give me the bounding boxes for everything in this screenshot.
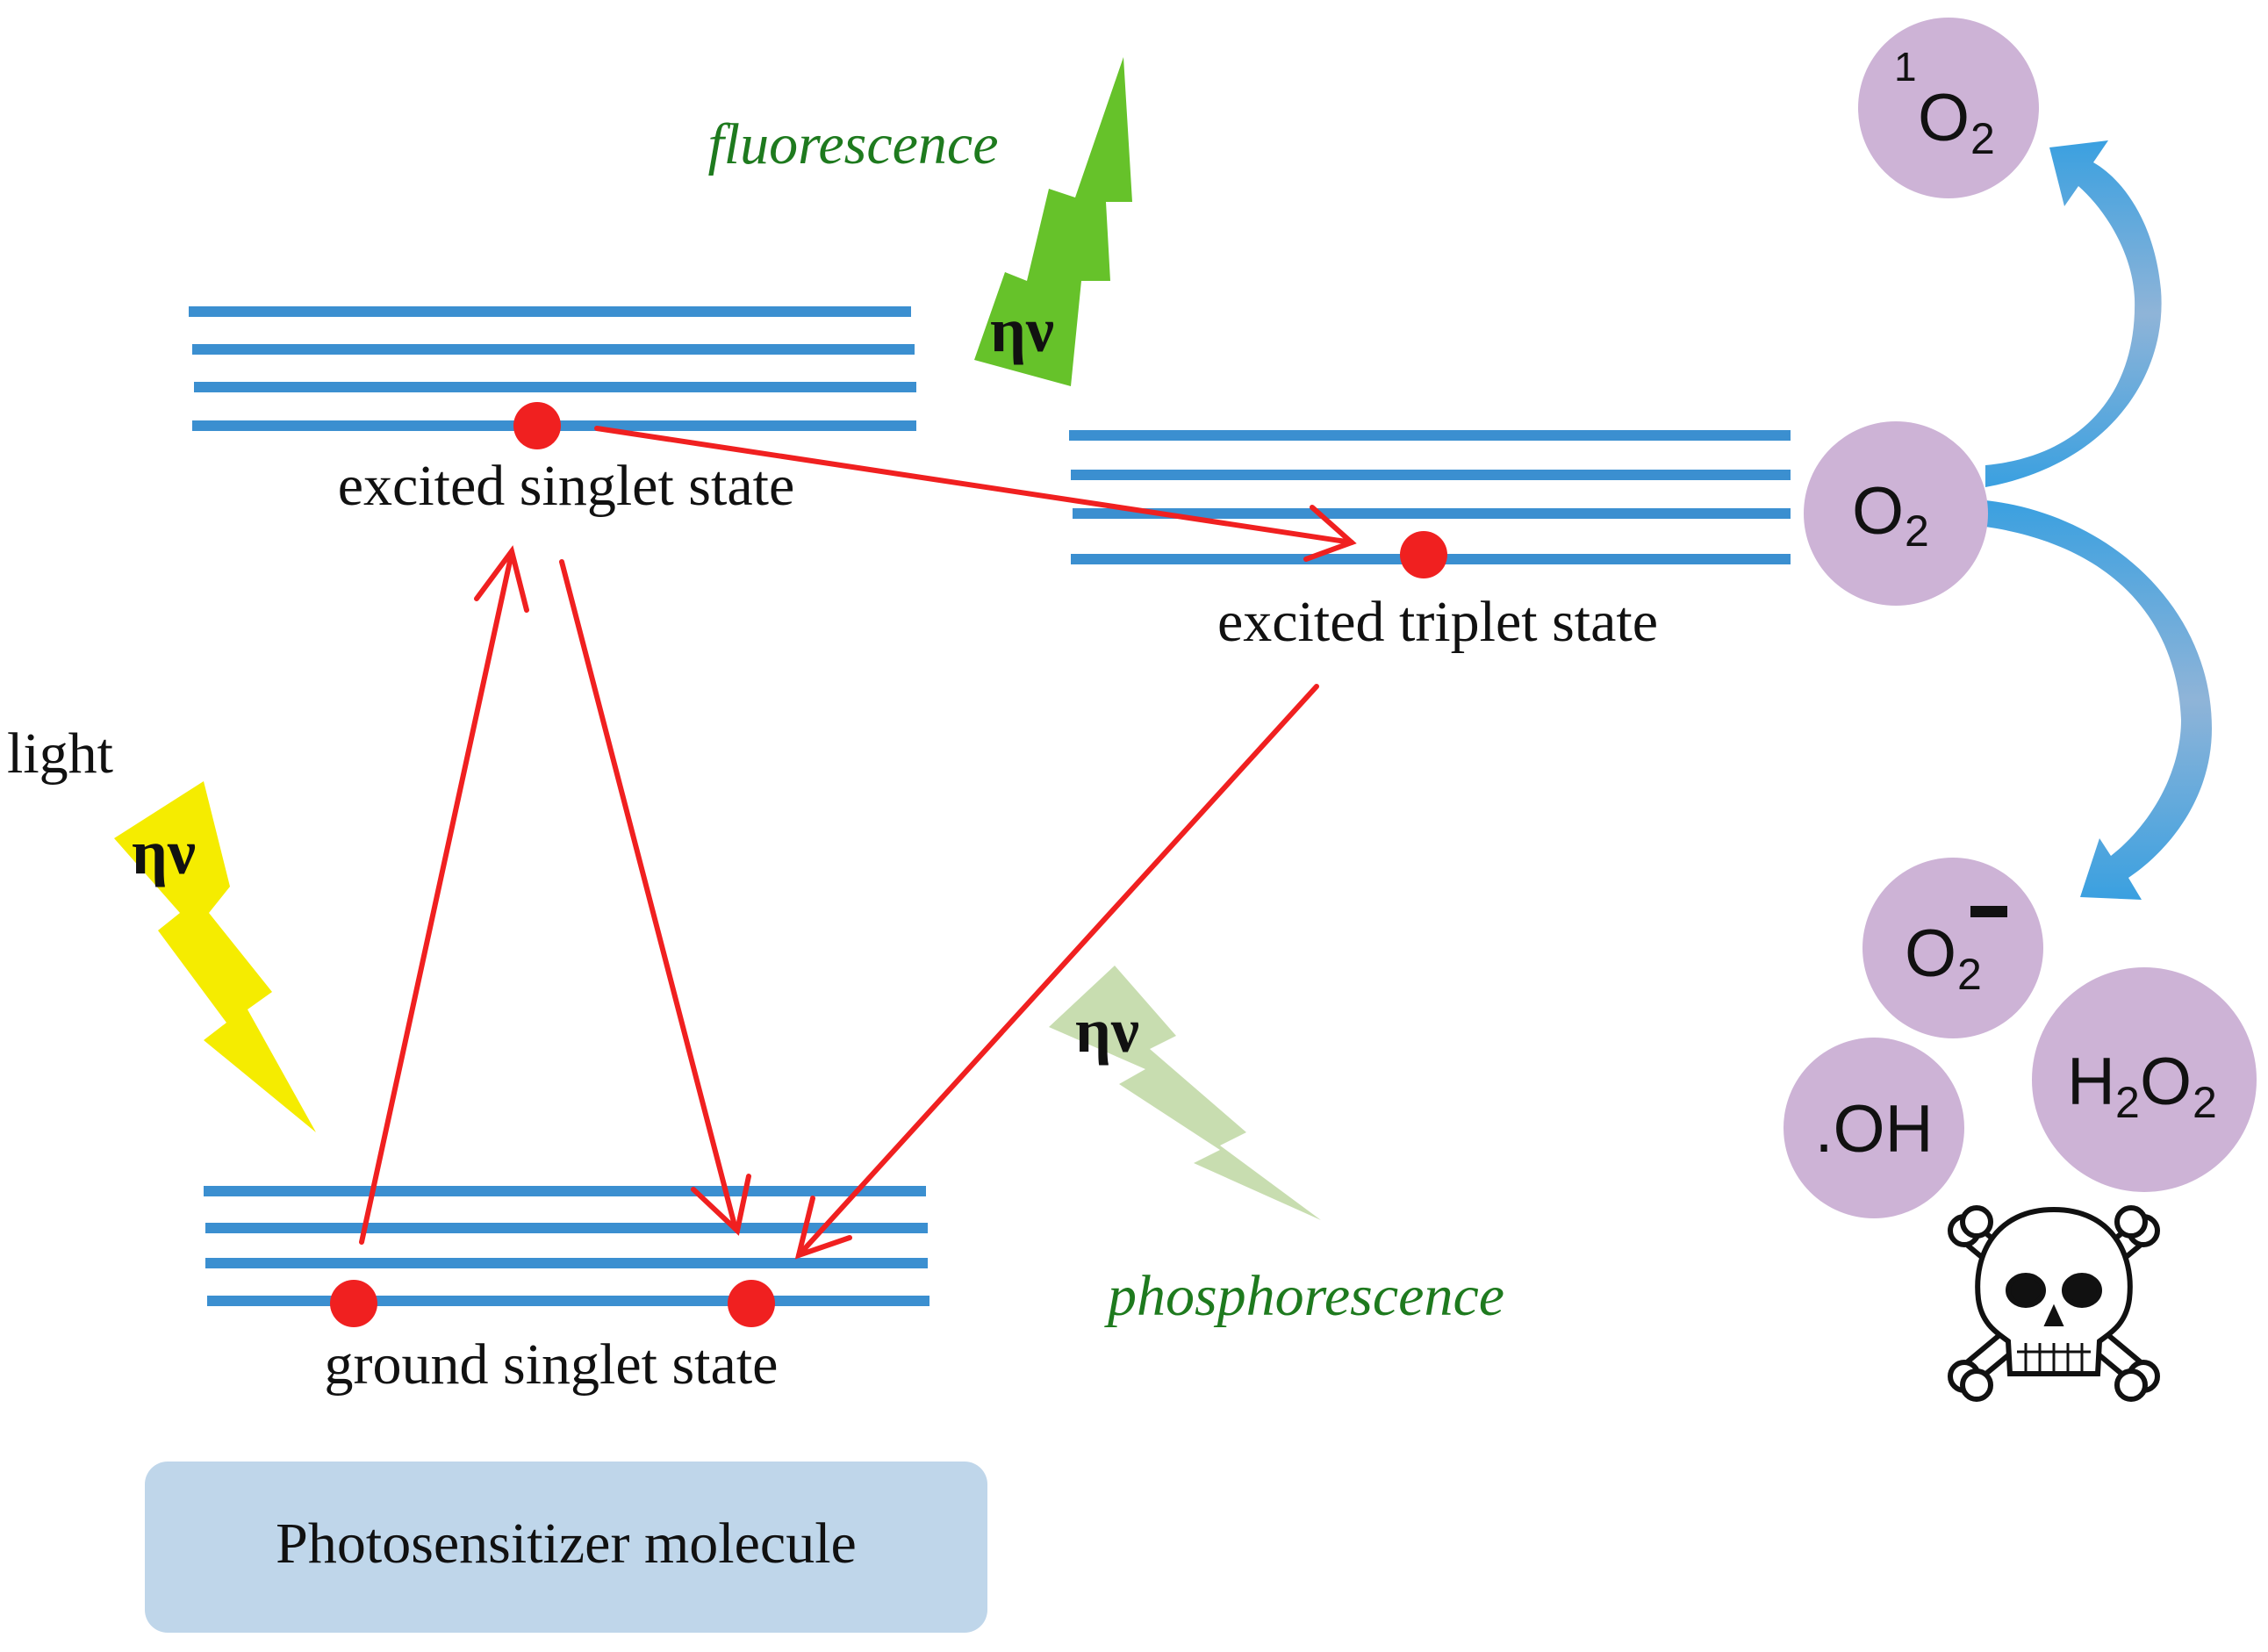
absorption-arrow [359,545,529,1245]
species-hydroxyl: .OH [1784,1038,1964,1218]
singlet-oxygen-prefix: 1 [1894,44,1917,90]
species-superoxide: O 2 [1862,858,2043,1038]
excited-triplet-label: excited triplet state [1217,590,1658,654]
singlet-oxygen-base: O [1918,81,1970,155]
electrons [330,402,1447,1327]
phosphorescence-label: phosphorescence [1104,1264,1504,1328]
ground-singlet-label: ground singlet state [325,1332,779,1397]
photosensitizer-label: Photosensitizer molecule [276,1512,857,1576]
ground-singlet-levels [204,1186,929,1306]
phosphorescence-decay-arrow [794,684,1319,1260]
fluorescence-label: fluorescence [707,112,998,176]
fluorescence-decay-arrow [559,559,751,1236]
electron-excited-triplet [1400,531,1447,578]
photosensitizer-box: Photosensitizer molecule [145,1462,987,1633]
lightning-bolt-icon [1049,966,1321,1220]
singlet-oxygen-sub: 2 [1970,114,1995,163]
oxygen-base: O [1852,474,1904,549]
light-label: light [7,722,113,786]
oxygen-reaction-arrows [1985,140,2212,900]
superoxide-sub: 2 [1957,950,1982,999]
excited-singlet-label: excited singlet state [338,454,795,518]
photon-symbol-light: ην [132,817,196,887]
species-oxygen: O 2 [1804,421,1988,606]
peroxide-b: O [2140,1045,2192,1119]
electron-ground-right [728,1280,775,1327]
fluorescence-bolt: ην [974,57,1132,386]
species-peroxide: H 2 O 2 [2032,967,2257,1192]
peroxide-b-sub: 2 [2193,1078,2217,1127]
superoxide-base: O [1905,916,1956,991]
lightning-bolt-icon [974,57,1132,386]
photon-symbol-phosphorescence: ην [1075,995,1139,1066]
peroxide-a: H [2067,1045,2115,1119]
electron-ground-left [330,1280,377,1327]
curved-arrow-icon [1985,140,2162,487]
curved-arrow-icon [1985,500,2212,900]
intersystem-crossing-arrow [594,426,1357,562]
electron-excited-singlet [513,402,561,449]
phosphorescence-bolt: ην [1049,966,1321,1220]
superoxide-charge [1970,906,2007,917]
oxygen-sub: 2 [1905,506,1929,556]
light-bolt: ην [114,781,316,1132]
hydroxyl-label: .OH [1814,1092,1933,1167]
skull-crossbones-icon [1948,1205,2160,1402]
photon-symbol-fluorescence: ην [990,295,1054,365]
transition-arrows [359,426,1357,1260]
species-singlet-oxygen: 1 O 2 [1858,18,2039,198]
lightning-bolt-icon [114,781,316,1132]
peroxide-a-sub: 2 [2115,1078,2140,1127]
